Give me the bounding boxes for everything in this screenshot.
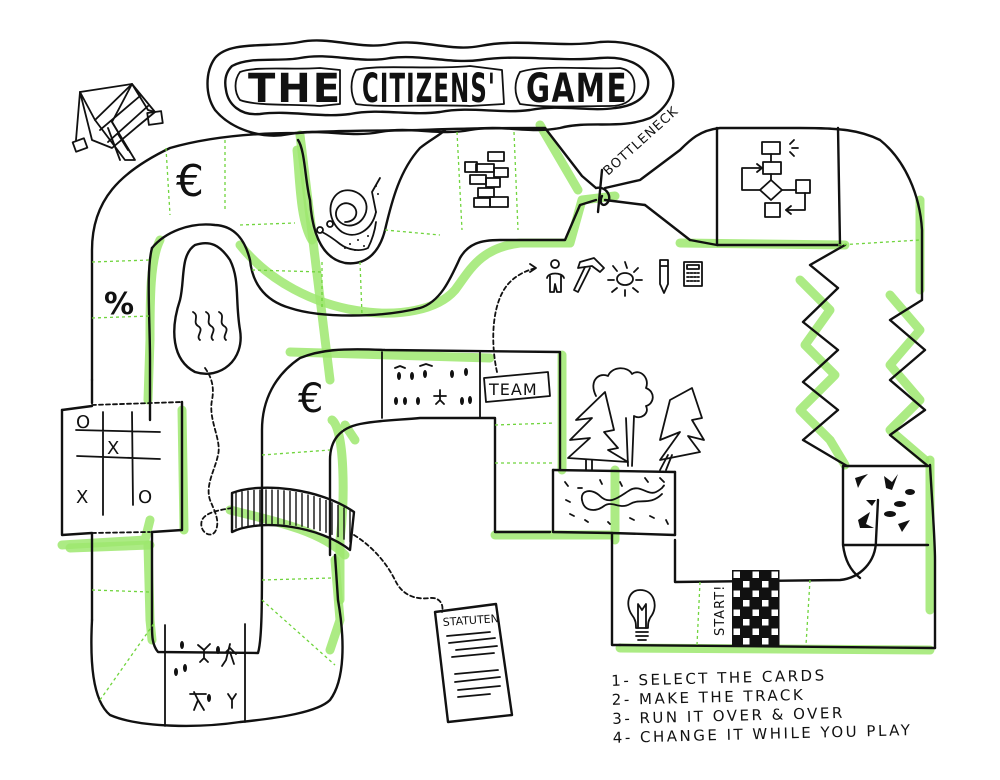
checker-square [743, 600, 750, 607]
checker-square [743, 581, 750, 588]
checker-square [771, 628, 778, 635]
checker-square [771, 571, 778, 578]
lightbulb-icon [627, 589, 656, 641]
icon-row [492, 257, 703, 373]
person-icon [546, 259, 565, 293]
bottleneck-label: BOTTLENECK [601, 104, 682, 179]
creatures-tile [855, 474, 915, 532]
checkered-flag-icon [732, 570, 780, 646]
start-tile: START! [713, 570, 780, 646]
checker-square [743, 619, 750, 626]
checker-square [771, 590, 778, 597]
checker-square [762, 619, 769, 626]
percent-tile: % [104, 287, 134, 322]
checker-square [752, 628, 759, 635]
checker-square [733, 609, 740, 616]
sun-icon [607, 261, 643, 297]
ttt-cell-4: X [107, 438, 119, 459]
checker-square [762, 600, 769, 607]
track-outline [60, 126, 937, 728]
tic-tac-toe-card: O X X O [75, 411, 161, 516]
team-to-icons-arrow [492, 267, 537, 373]
calculator-icon [683, 261, 703, 287]
instructions-list: 1- SELECT THE CARDS 2- MAKE THE TRACK 3-… [611, 664, 913, 748]
checker-square [743, 638, 750, 645]
title-banner: THE CITIZENS' GAME [206, 39, 675, 137]
checker-square [752, 590, 759, 597]
checker-square [752, 571, 759, 578]
bridge-icon [200, 367, 444, 613]
ttt-cell-0: O [76, 412, 90, 433]
euro-tile-middle: € [298, 376, 323, 422]
statuten-document: STATUTEN [433, 602, 514, 724]
title-word-the: THE [248, 66, 342, 112]
crowd-tile-bottom [164, 623, 246, 727]
ttt-cell-8: O [138, 487, 152, 508]
lake-waves-icon [192, 311, 228, 341]
river-tile [564, 477, 669, 525]
pencil-icon [659, 259, 669, 294]
crowd-tile-middle [381, 351, 481, 419]
checker-square [752, 609, 759, 616]
start-label: START! [713, 585, 728, 636]
checker-square [762, 581, 769, 588]
crane-icon [71, 83, 164, 161]
tile-dividers [91, 131, 921, 701]
title-word-game: GAME [526, 66, 628, 112]
euro-tile-top: € [176, 156, 204, 207]
team-card: TEAM [483, 371, 551, 403]
title-word-citizens: CITIZENS' [362, 66, 496, 112]
snail-icon [316, 177, 381, 251]
bridge-to-statuten-path [353, 534, 444, 613]
hammer-icon [573, 257, 605, 293]
checker-square [733, 571, 740, 578]
ttt-cell-6: X [76, 487, 88, 508]
team-label: TEAM [488, 380, 538, 399]
statuten-label: STATUTEN [442, 612, 499, 629]
flowchart-icon [741, 139, 811, 218]
checker-square [762, 638, 769, 645]
checker-square [771, 609, 778, 616]
trees-icon [567, 367, 705, 471]
bricks-icon [464, 151, 509, 208]
checker-square [733, 590, 740, 597]
checker-square [733, 628, 740, 635]
lake-to-bridge-path [200, 367, 233, 536]
